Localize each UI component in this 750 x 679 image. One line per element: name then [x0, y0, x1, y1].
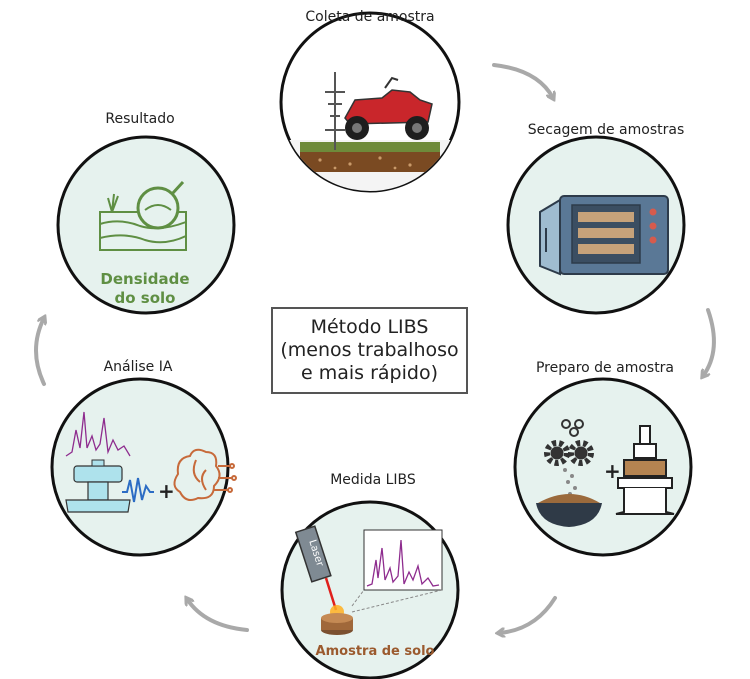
center-line-1: Método LIBS	[310, 316, 429, 338]
arrow-drying-to-prep	[703, 308, 716, 376]
atv-icon	[344, 76, 433, 140]
spectrum-icon-ai	[65, 411, 131, 457]
sample-caption: Amostra de solo	[316, 644, 435, 659]
label-measure: Medida LIBS	[330, 472, 416, 488]
sample-pellet-icon	[321, 613, 353, 635]
oven-icon	[539, 195, 669, 276]
signal-wave-icon	[122, 477, 154, 503]
arrow-prep-to-measure	[499, 596, 557, 633]
spectrum-icon	[351, 529, 443, 613]
bowl-icon	[536, 494, 602, 527]
arrow-measure-to-ai	[187, 599, 249, 632]
laser-icon: Laser	[294, 525, 344, 619]
center-method-box: Método LIBS (menos trabalhoso e mais ráp…	[271, 307, 468, 394]
label-result: Resultado	[105, 111, 175, 127]
label-drying: Secagem de amostras	[527, 122, 685, 138]
result-caption-line1: Densidade	[100, 270, 189, 288]
grinder-icon	[65, 459, 131, 513]
arrow-collect-to-drying	[492, 63, 553, 98]
soil-probe-icon	[325, 72, 345, 150]
label-ai: Análise IA	[103, 359, 173, 375]
plus-sign-ai: +	[158, 479, 175, 503]
result-caption-line2: do solo	[115, 289, 176, 307]
cycle-arrows	[34, 63, 716, 633]
brain-icon	[173, 448, 237, 501]
label-prep: Preparo de amostra	[535, 360, 675, 376]
collect-scene	[281, 140, 459, 191]
gear-icon	[544, 419, 594, 466]
plus-sign: +	[604, 459, 621, 483]
label-collect: Coleta de amostra	[305, 9, 435, 25]
magnifier-icon	[136, 180, 185, 230]
center-line-3: e mais rápido)	[301, 362, 438, 384]
soil-layer-icon	[300, 142, 440, 152]
arrow-ai-to-result	[34, 318, 44, 386]
press-icon	[615, 425, 675, 515]
center-line-2: (menos trabalhoso	[280, 339, 459, 361]
